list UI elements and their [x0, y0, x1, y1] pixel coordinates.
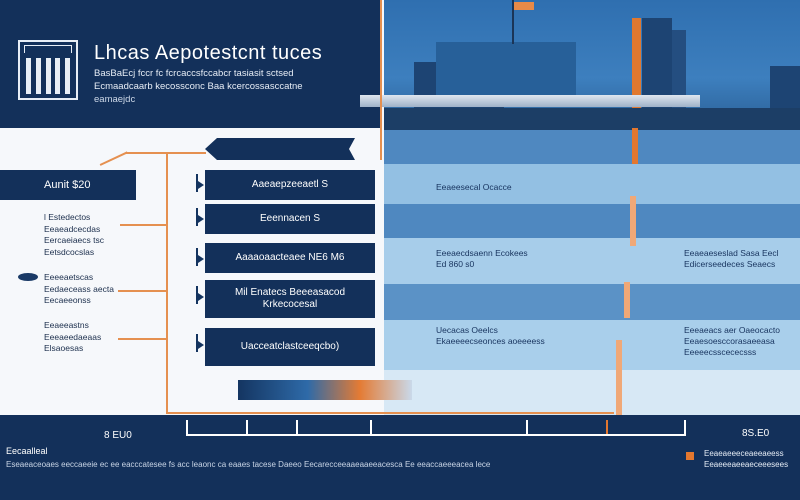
flow-step-1: Aaeaepzeeaetl S: [205, 170, 375, 200]
page-title: Lhcas Aepotestcnt tuces: [94, 42, 323, 64]
header-line-2: Ecmaadcaarb kecossconc Baa kcercossascca…: [94, 81, 303, 92]
flow-step-2: Eeennacen S: [205, 204, 375, 234]
note-group-1: l Estedectos Eeaeadcecdas Eercaeiaecs ts…: [44, 212, 104, 257]
flow-start-arrow: [205, 138, 355, 160]
chevron-right-icon: [198, 181, 204, 189]
progress-gradient-bar: [238, 380, 412, 400]
connector-line: [99, 151, 128, 166]
timeline-axis: [186, 434, 686, 436]
note-group-2: Eeeeaetscas Eedaeceass aecta Eecaeeonss: [44, 272, 114, 305]
connector-line: [166, 152, 168, 414]
footer-title: Eecaalleal: [6, 446, 48, 456]
panel-label-1: Eeaeesecal Ocacce: [436, 182, 512, 192]
panel-label-3: Eeaeaeseslad Sasa Eecl Edicerseedeces Se…: [684, 248, 779, 269]
bullet-icon: [18, 273, 38, 281]
footer-amount-left: 8 EU0: [104, 430, 132, 441]
panel-label-5: Eeeaeacs aer Oaeocacto Eeaesoesccorasaee…: [684, 325, 780, 357]
amount-badge: Aunit $20: [0, 170, 136, 200]
flow-step-3: Aaaaoaacteaee NE6 M6: [205, 243, 375, 273]
footer-amount-right: 8S.E0: [742, 428, 770, 439]
chevron-right-icon: [198, 293, 204, 301]
amount-label: Aunit $20: [44, 179, 91, 191]
header-banner: Lhcas Aepotestcnt tuces BasBaEcj fccr fc…: [0, 0, 380, 128]
header-line-1: BasBaEcj fccr fc fcrcaccsfccabcr tasiasi…: [94, 68, 294, 79]
panel-label-2: Eeeaecdsaenn Ecokees Ed 860 s0: [436, 248, 528, 269]
footer: [0, 415, 800, 500]
photo-ledge: [360, 95, 700, 107]
header-line-3: eamaejdc: [94, 94, 136, 105]
timeline-connector: [632, 128, 638, 164]
footer-text: Eseaeaceoaes eeccaeeie ec ee eacccatesee…: [6, 460, 491, 469]
chevron-right-icon: [198, 341, 204, 349]
marker-icon: [686, 452, 694, 460]
flow-step-5: Uacceatclastceeqcbo): [205, 328, 375, 366]
chevron-right-icon: [198, 255, 204, 263]
header-description: BasBaEcj fccr fc fcrcaccsfccabcr tasiasi…: [94, 67, 326, 106]
panel-label-4: Uecacas Oeelcs Ekaeeeecseonces aoeeeess: [436, 325, 545, 346]
footer-note: Eeaeaeeeceaeeaeess Eeaeeeaeeaeceeesees: [704, 449, 789, 469]
building-icon: [18, 40, 78, 100]
note-group-3: Eeaeeastns Eeeaeedaeaas Elsaoesas: [44, 320, 102, 353]
flow-step-4: Mil Enatecs Beeeasacod Krkecocesal: [205, 280, 375, 318]
city-photo: [384, 0, 800, 130]
chevron-right-icon: [198, 215, 204, 223]
